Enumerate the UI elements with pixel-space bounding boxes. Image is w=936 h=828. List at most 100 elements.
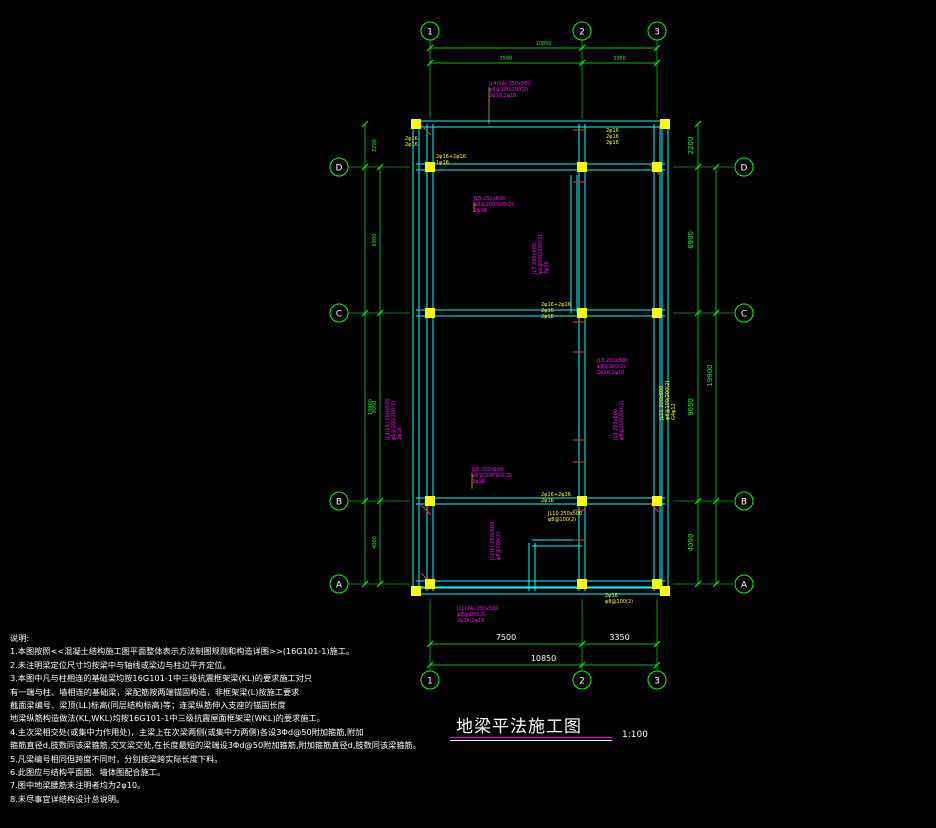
column-15 <box>660 586 670 596</box>
label-col3-0: JL9 250x600 <box>613 409 619 441</box>
label-b-right-0: 2φ16+2φ16 <box>541 492 571 498</box>
dim-bottom-span-tick-0 <box>426 640 434 648</box>
axis-bubble-right-D-circle <box>734 157 754 177</box>
rebar-diag-1 <box>420 504 432 516</box>
label-col2-lower-2: 2φ16;2φ16 <box>597 370 624 376</box>
axis-bubble-bottom-2-circle <box>572 670 592 690</box>
dim-right-tick-0 <box>694 120 702 128</box>
label-col2-lower-0: JL8 200x500 <box>596 358 628 364</box>
axis-bubble-top-1-circle <box>420 21 440 41</box>
dim-top-total: 10850 <box>536 41 552 47</box>
label-b-span-2: 2φ16 <box>472 479 485 485</box>
note-line: 4.主次梁相交处(或集中力作用处)，主梁上在次梁两侧(或集中力两侧)各设3Φd@… <box>10 726 364 737</box>
axis-bubble-top-1-label: 1 <box>427 28 433 38</box>
label-top-span-1: φ6@100/200(2) <box>489 87 528 93</box>
note-line: 7.图中地梁腰筋未注明者均为2φ10。 <box>10 780 146 791</box>
label-ab-mid-1: φ8@100(2) <box>496 532 502 560</box>
axis-bubble-bottom-3-circle <box>647 670 667 690</box>
axis-bubble-bottom-1-circle <box>420 670 440 690</box>
axis-bubble-right-D-label: D <box>741 164 748 174</box>
column-4 <box>577 162 587 172</box>
title-underline-white <box>450 740 612 741</box>
label-b-span-1: φ8@100/150(2) <box>472 473 511 479</box>
dim-left-total-label: 19900 <box>368 399 374 415</box>
axis-bubble-left-B-label: B <box>336 498 342 508</box>
label-a-right-1: φ8@100(2) <box>605 599 633 605</box>
label-a-span-2: 2φ16;2φ16 <box>457 618 484 624</box>
dim-right-span-3: 9050 <box>687 398 695 416</box>
column-7 <box>577 579 587 589</box>
column-5 <box>577 308 587 318</box>
dim-left-total-tick-2 <box>376 497 384 505</box>
label-c-right-2: 2φ16 <box>541 314 554 320</box>
note-line: 2.未注明梁定位尺寸均按梁中与轴线或梁边与柱边平齐定位。 <box>10 659 231 670</box>
dim-top-span-tick-2 <box>653 59 661 67</box>
label-col1-2: 2φ16 <box>397 427 403 440</box>
dim-top-span-2: 3350 <box>613 56 626 62</box>
column-1 <box>425 308 435 318</box>
label-c-right-1: 2φ16 <box>541 308 554 314</box>
axis-bubble-bottom-1-label: 1 <box>427 677 433 687</box>
label-c-span-1: φ8@100/200(2) <box>474 202 513 208</box>
dim-bottom-span-tick-1 <box>578 640 586 648</box>
dim-right-total-tick-3 <box>712 580 720 588</box>
column-13 <box>660 119 670 129</box>
column-0 <box>425 162 435 172</box>
dim-top-span-tick-0 <box>426 59 434 67</box>
dim-left-tick-1 <box>361 163 369 171</box>
dim-left-span-4: 4000 <box>372 536 378 549</box>
label-ab-inner-0: JL10 250x500 <box>547 511 582 517</box>
note-line: 1.本图按照<<混凝土结构施工图平面整体表示方法制图规则和构造详图>>(16G1… <box>10 646 355 657</box>
axis-bubble-right-B-label: B <box>741 498 747 508</box>
axis-bubble-top-2-circle <box>572 21 592 41</box>
dim-top-tick-2 <box>653 44 661 52</box>
drawing-title: 地梁平法施工图 <box>456 717 582 737</box>
dim-bottom-tick-2 <box>653 661 661 669</box>
label-col2-upper-1: φ6@100/200(2) <box>538 235 544 274</box>
drawing-scale: 1:100 <box>622 730 648 740</box>
label-c-right-span-2: G4φ12 <box>671 403 677 420</box>
label-col2-upper-2: 2φ16 <box>544 261 550 274</box>
label-a-right-0: 2φ16 <box>605 593 618 599</box>
label-d-mid-0: 2φ16+2φ16 <box>436 154 466 160</box>
dim-top-span-1: 7500 <box>500 56 513 62</box>
axis-bubble-right-A-circle <box>734 574 754 594</box>
axis-bubble-left-D-label: D <box>336 164 343 174</box>
column-6 <box>577 496 587 506</box>
dim-left-tick-2 <box>361 309 369 317</box>
label-a-span-0: JL1(2A) 250x500 <box>456 606 499 612</box>
label-col2-lower-1: φ8@100(2) <box>597 364 625 370</box>
dim-left-tick-0 <box>361 120 369 128</box>
axis-bubble-right-B-circle <box>734 491 754 511</box>
axis-bubble-left-A-circle <box>329 574 349 594</box>
dim-left-tick-3 <box>361 497 369 505</box>
label-c-right-span-1: φ8@100/200(2) <box>665 381 671 420</box>
rebar-diag-4 <box>649 502 661 514</box>
axis-bubble-left-C-label: C <box>336 310 342 320</box>
axis-bubble-left-A-label: A <box>336 581 343 591</box>
label-d-right-1: 2φ16 <box>606 134 619 140</box>
column-2 <box>425 496 435 506</box>
label-c-right-0: 2φ16+2φ16 <box>541 302 571 308</box>
dim-right-tick-2 <box>694 309 702 317</box>
column-8 <box>652 162 662 172</box>
dim-bottom-span-1: 7500 <box>496 633 516 642</box>
dim-left-span-1: 2200 <box>372 139 378 152</box>
label-ab-inner-1: φ8@100(2) <box>548 517 576 523</box>
note-line: 8.未尽事宜详结构设计总说明。 <box>10 793 125 804</box>
dim-bottom-span-2: 3350 <box>609 633 629 642</box>
axis-bubble-right-C-circle <box>734 303 754 323</box>
dim-top-tick-0 <box>426 44 434 52</box>
note-line: 地梁纵筋构造做法(KL,WKL)均按16G101-1中三级抗震屋面框架梁(WKL… <box>10 713 325 724</box>
axis-bubble-right-A-label: A <box>741 581 748 591</box>
dim-right-tick-4 <box>694 580 702 588</box>
dim-left-total-tick-3 <box>376 580 384 588</box>
axis-bubble-top-3-circle <box>647 21 667 41</box>
dim-left-total-tick-1 <box>376 309 384 317</box>
note-line: 箍筋直径d,肢数同该梁箍筋,交叉梁交处,在长度最短的梁端设3Φd@50附加箍筋,… <box>10 740 421 751</box>
label-ab-mid-0: JL2(1) 250x600 <box>490 522 496 561</box>
column-9 <box>652 308 662 318</box>
dim-bottom-tick-1 <box>578 661 586 669</box>
dim-right-span-2: 6900 <box>687 231 695 249</box>
